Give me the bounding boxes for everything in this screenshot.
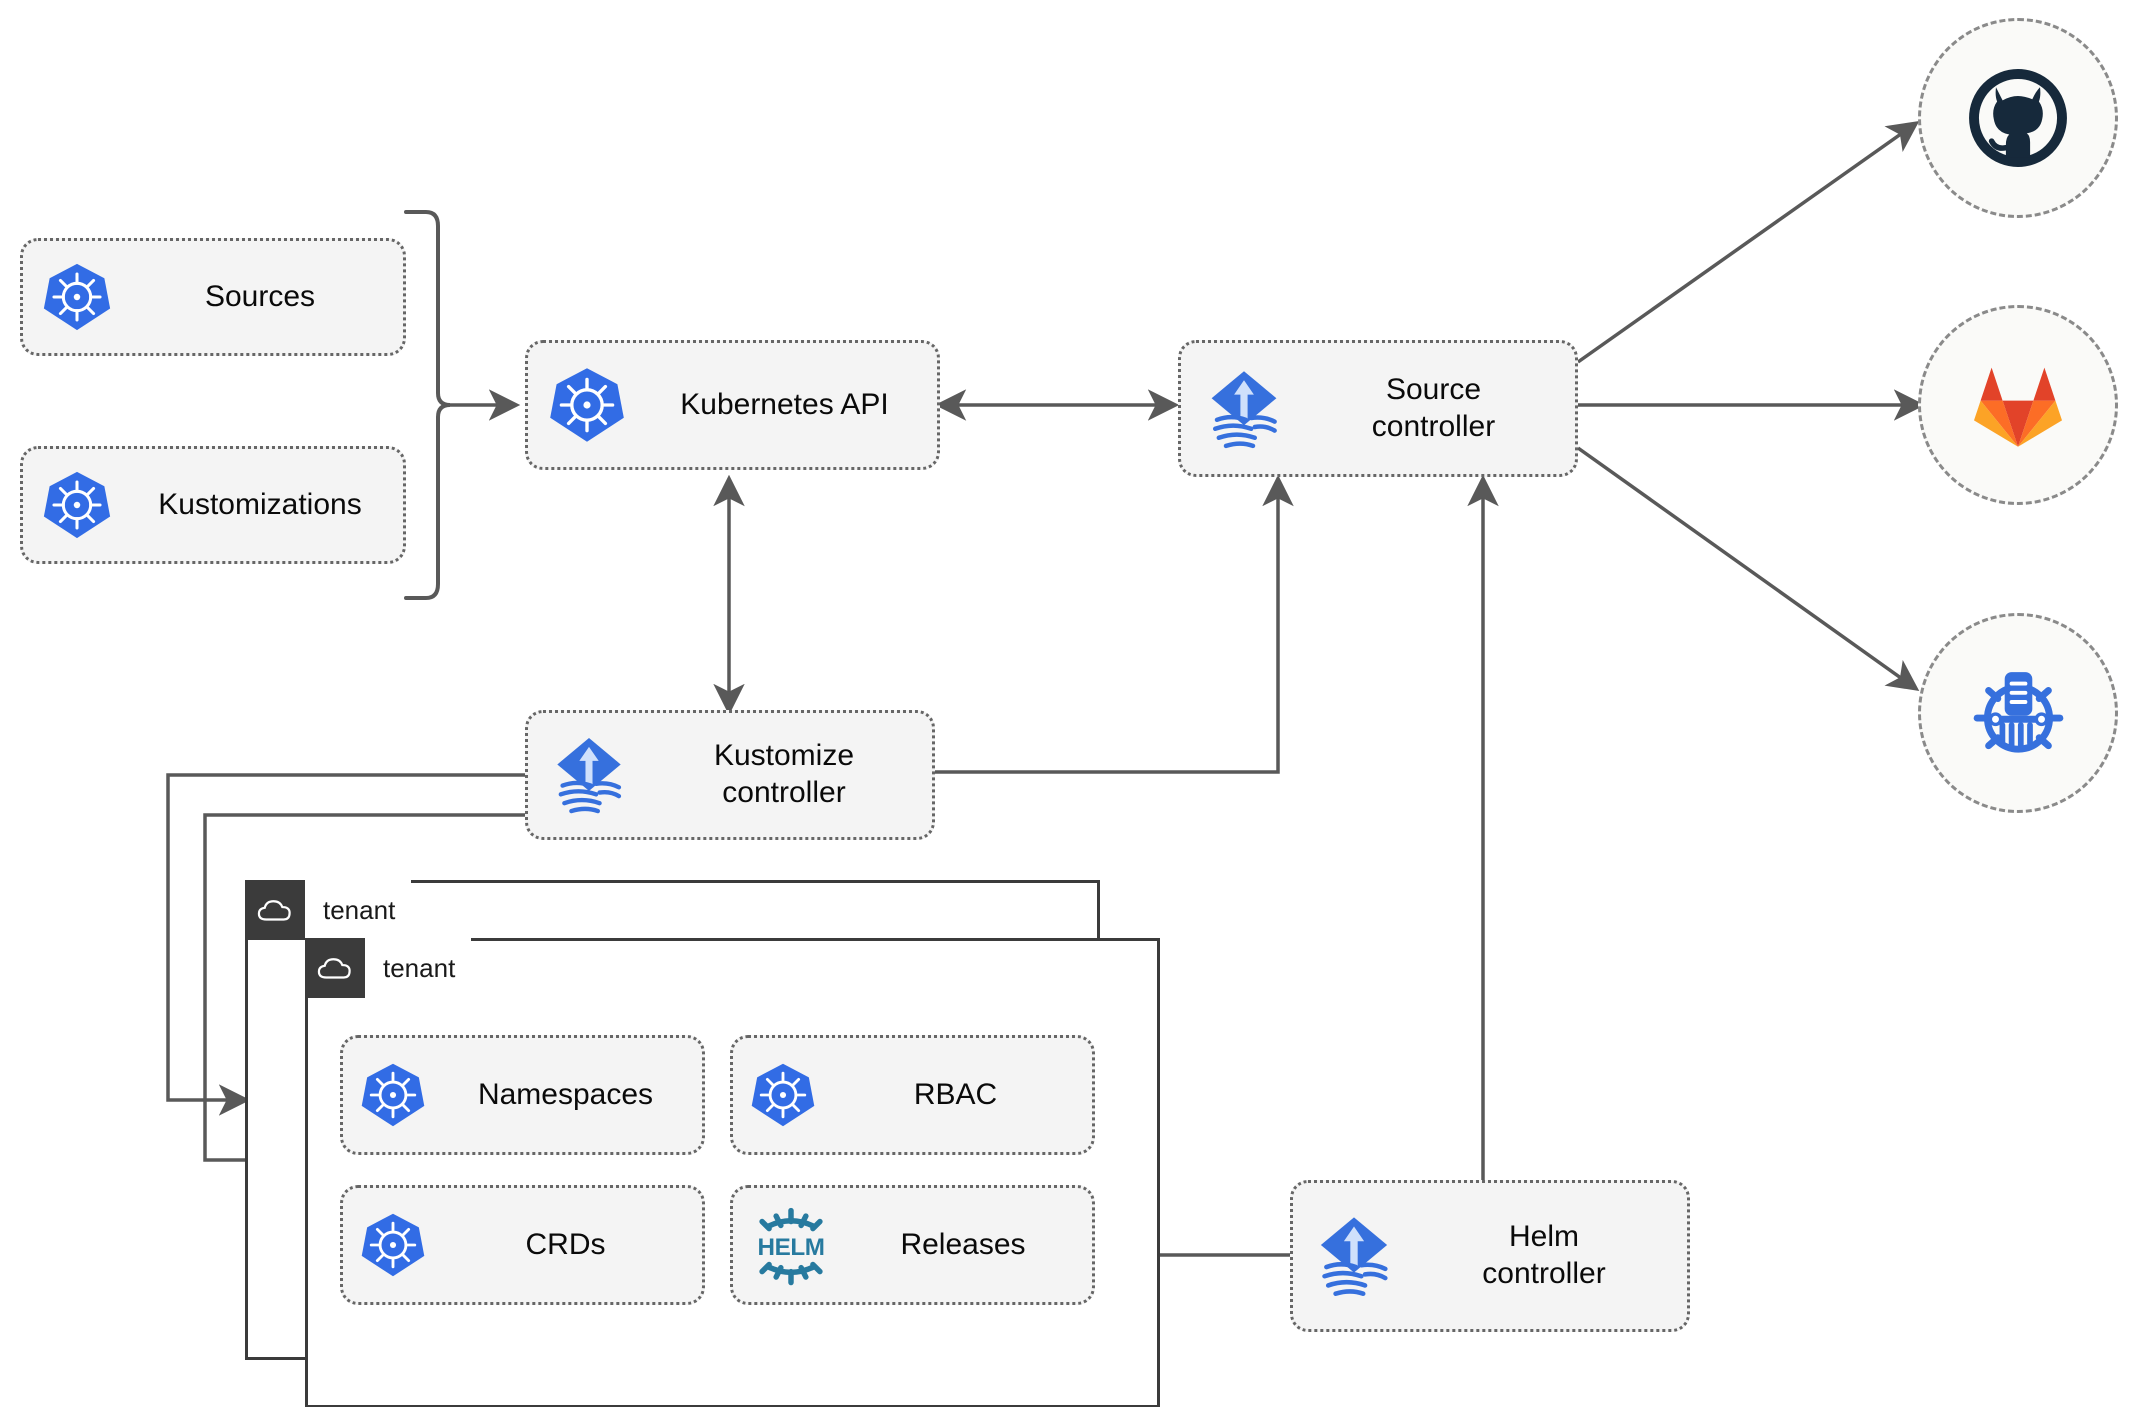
- kubernetes-icon: [23, 469, 131, 541]
- flux-icon: [1293, 1210, 1415, 1302]
- kubernetes-icon: [733, 1061, 833, 1129]
- node-label: Kustomizations: [158, 487, 362, 521]
- helm-chart-repository-icon: [1973, 671, 2063, 753]
- node-helm-controller[interactable]: Helm controller: [1290, 1180, 1690, 1332]
- kubernetes-icon: [23, 261, 131, 333]
- tenant-label: tenant: [305, 880, 412, 940]
- provider-github[interactable]: [1918, 18, 2118, 218]
- node-crds[interactable]: CRDs: [340, 1185, 705, 1305]
- github-icon: [1969, 69, 2067, 167]
- node-label: Kustomize controller: [713, 739, 855, 809]
- node-label: RBAC: [913, 1077, 998, 1111]
- tenant-label: tenant: [365, 938, 472, 998]
- node-kustomizations[interactable]: Kustomizations: [20, 446, 406, 564]
- node-kustomize-controller[interactable]: Kustomize controller: [525, 710, 935, 840]
- kubernetes-icon: [528, 365, 646, 445]
- node-label: Releases: [900, 1227, 1026, 1261]
- tenant-header-front: tenant: [305, 938, 472, 998]
- cloud-icon: [245, 880, 305, 940]
- flux-icon: [1181, 364, 1306, 454]
- node-namespaces[interactable]: Namespaces: [340, 1035, 705, 1155]
- node-source-controller[interactable]: Source controller: [1178, 340, 1578, 477]
- node-label: Source controller: [1371, 372, 1496, 443]
- node-sources[interactable]: Sources: [20, 238, 406, 356]
- tenant-container-front: tenant: [305, 938, 1160, 1407]
- node-label: Namespaces: [477, 1077, 654, 1111]
- provider-gitlab[interactable]: [1918, 305, 2118, 505]
- node-releases[interactable]: HELM Releases: [730, 1185, 1095, 1305]
- node-rbac[interactable]: RBAC: [730, 1035, 1095, 1155]
- provider-helm-repository[interactable]: [1918, 613, 2118, 813]
- node-label: CRDs: [525, 1227, 606, 1261]
- kubernetes-icon: [343, 1211, 443, 1279]
- kubernetes-icon: [343, 1061, 443, 1129]
- helm-icon: HELM: [733, 1202, 848, 1288]
- node-label: Sources: [204, 279, 316, 313]
- node-label: Helm controller: [1482, 1220, 1606, 1290]
- gitlab-icon: [1974, 367, 2062, 447]
- flux-icon: [528, 731, 650, 819]
- cloud-icon: [305, 938, 365, 998]
- node-kubernetes-api[interactable]: Kubernetes API: [525, 340, 940, 470]
- node-label: Kubernetes API: [680, 387, 889, 421]
- tenant-header-back: tenant: [245, 880, 412, 940]
- svg-text:HELM: HELM: [757, 1234, 824, 1261]
